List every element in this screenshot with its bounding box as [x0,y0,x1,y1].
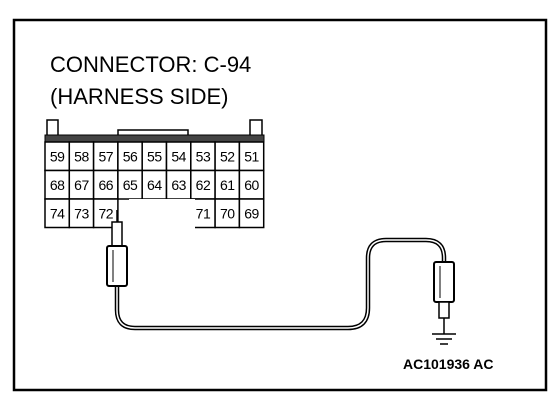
pin-number-70: 70 [220,205,235,221]
test-harness-wire [114,237,447,331]
pin-number-58: 58 [74,148,89,164]
diagram-border [12,18,548,392]
pin-number-73: 73 [74,205,89,221]
pin-cavity [68,169,95,200]
pin-cavity [92,141,119,172]
pin-cavity [238,141,265,172]
pin-cavity [238,198,265,229]
pin-cavity [92,198,119,229]
pin-number-63: 63 [171,177,186,193]
pin-number-66: 66 [98,177,113,193]
test-probe-icon [106,210,128,287]
pin-number-69: 69 [244,205,259,221]
connector-tab-right [249,119,263,137]
pin-number-71: 71 [196,205,211,221]
pin-number-67: 67 [74,177,89,193]
pin-cavity [44,198,71,229]
pin-number-51: 51 [244,148,259,164]
pin-number-54: 54 [171,148,186,164]
pin-number-53: 53 [196,148,211,164]
pin-number-60: 60 [244,177,259,193]
pin-cavity [190,169,216,200]
pin-number-55: 55 [147,148,162,164]
test-probe-icon [433,261,455,334]
pin-grid: 59 58 57 56 55 54 53 52 51 68 67 66 65 64 63 62 61 60 74 73… [44,141,265,229]
connector-top-ridge [117,129,189,136]
pin-number-62: 62 [196,177,211,193]
pin-cavity [214,141,241,172]
pin-number-59: 59 [50,148,65,164]
pin-number-65: 65 [123,177,138,193]
pin-cavity [214,169,241,200]
pin-number-72: 72 [98,205,113,221]
pin-number-52: 52 [220,148,235,164]
connector-body: 59 58 57 56 55 54 53 52 51 68 67 66 65 64 63 62 61 60 74 73… [44,119,265,229]
connector-title: CONNECTOR: C-94 [50,52,251,77]
connector-top-band [44,134,265,143]
pin-number-74: 74 [50,205,65,221]
pin-number-68: 68 [50,177,65,193]
pin-cavity [190,141,216,172]
figure-code: AC101936 AC [403,356,494,372]
connector-subtitle: (HARNESS SIDE) [50,84,228,109]
pin-number-56: 56 [123,148,138,164]
connector-gap-fill [129,199,195,229]
pin-number-64: 64 [147,177,162,193]
pin-cavity [44,141,71,172]
connector-tab-left [46,119,59,137]
pin-number-61: 61 [220,177,235,193]
ground-symbol-icon [432,333,456,345]
pin-number-57: 57 [98,148,113,164]
pin-cavity [141,169,168,200]
